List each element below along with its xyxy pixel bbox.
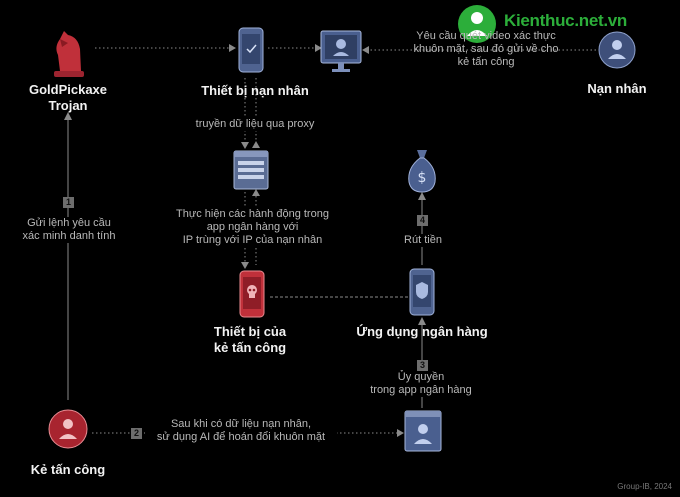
attacker-device-title: Thiết bị của kẻ tấn công xyxy=(213,324,287,355)
face-request-label: Yêu cầu quét video xác thực khuôn mặt, s… xyxy=(413,30,559,68)
step-4-badge: 4 xyxy=(417,215,428,226)
step-1-badge: 1 xyxy=(63,197,74,208)
user-icon xyxy=(598,31,636,69)
bank-app-title: Ứng dụng ngân hàng xyxy=(356,324,488,339)
withdraw-label: Rút tiền xyxy=(380,234,466,247)
phone-icon xyxy=(238,27,264,73)
watermark-text: Kienthuc.net.vn xyxy=(504,11,628,30)
bank-phone-icon xyxy=(409,268,435,316)
money-bag-icon: $ xyxy=(408,150,436,193)
trojan-title: GoldPickaxe Trojan xyxy=(28,82,108,113)
credit: Group-IB, 2024 xyxy=(617,482,672,491)
svg-text:$: $ xyxy=(418,170,427,186)
step-2-badge: 2 xyxy=(131,428,142,439)
authorize-label: Ủy quyền trong app ngân hàng xyxy=(355,371,487,397)
proxy-label: truyền dữ liệu qua proxy xyxy=(185,118,325,131)
attacker-title: Kẻ tấn công xyxy=(30,462,106,477)
send-command-label: Gửi lệnh yêu cầu xác minh danh tính xyxy=(10,217,128,243)
watermark xyxy=(450,2,680,44)
face-swap-window-icon xyxy=(404,410,442,452)
step-3-badge: 3 xyxy=(417,360,428,371)
attacker-icon xyxy=(48,409,88,449)
face-swap-label: Sau khi có dữ liệu nạn nhân, sử dụng AI … xyxy=(145,418,337,444)
chess-knight-icon xyxy=(54,31,84,77)
victim-device-title: Thiết bị nạn nhân xyxy=(201,83,309,98)
victim-title: Nạn nhân xyxy=(587,81,647,96)
watermark-logo-icon xyxy=(458,5,496,43)
actions-label: Thực hiện các hành động trong app ngân h… xyxy=(165,208,340,247)
skull-phone-icon xyxy=(239,270,265,318)
face-scan-monitor-icon xyxy=(320,30,362,72)
proxy-window-icon xyxy=(233,150,269,190)
